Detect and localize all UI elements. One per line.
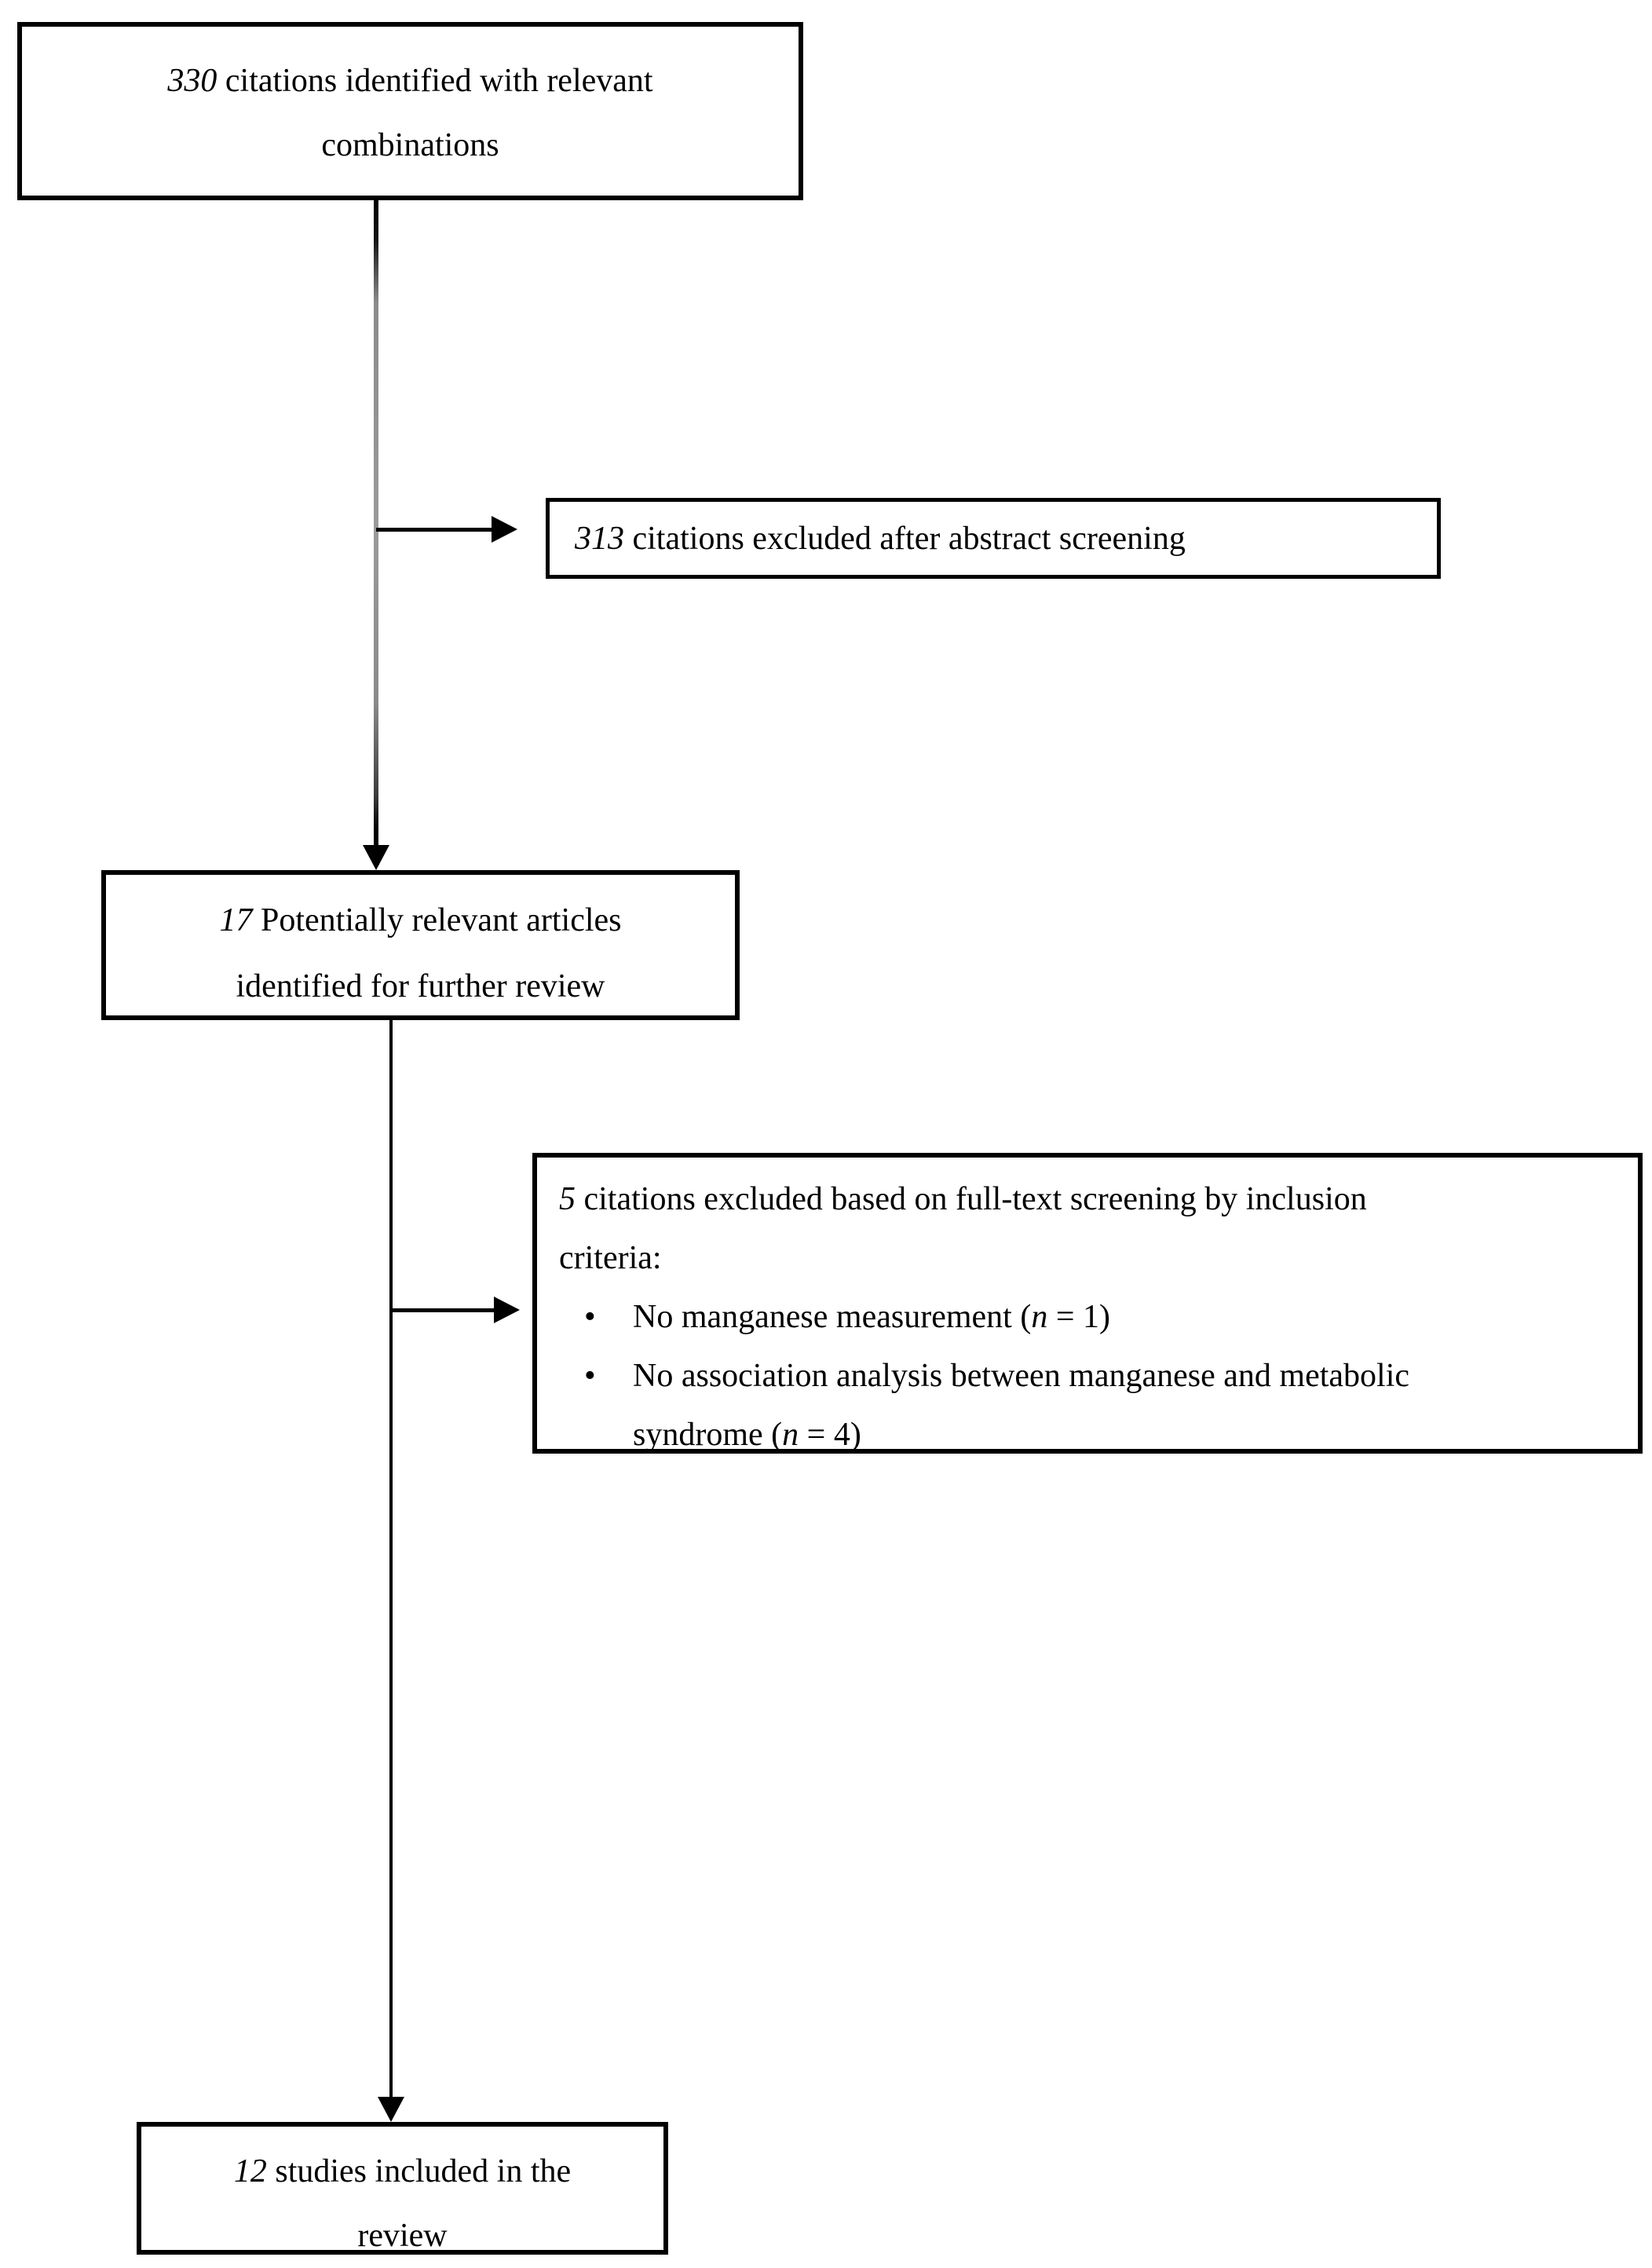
flow-box-line: combinations [321,127,499,163]
connector-line-identified-to-relevant [374,200,378,847]
bullet-icon: • [584,1299,596,1335]
count-excluded-fulltext: 5 [559,1181,576,1217]
flow-box-line: 330 citations identified with relevant [167,63,653,99]
exclusion-reason-item: • No association analysis between mangan… [584,1347,1624,1465]
flow-box-line: criteria: [559,1240,662,1276]
arrow-right-icon [492,516,517,543]
flow-box-excluded-fulltext: 5 citations excluded based on full-text … [532,1153,1643,1454]
flow-box-line: 313 citations excluded after abstract sc… [575,520,1186,557]
connector-line-relevant-to-included [389,1019,393,2097]
connector-line-to-fulltext-exclusions [392,1308,494,1312]
flow-box-studies-included: 12 studies included in the review [137,2122,668,2255]
count-identified: 330 [167,63,217,99]
flow-box-line: review [357,2218,448,2254]
connector-line-to-abstract-exclusions [376,528,492,532]
exclusion-reason-text: No manganese measurement (n = 1) [633,1299,1110,1335]
flow-box-line: identified for further review [236,968,605,1004]
flow-box-line: 12 studies included in the [233,2153,572,2189]
flow-box-line: 17 Potentially relevant articles [219,902,622,938]
bullet-icon: • [584,1358,596,1394]
flow-box-line: 5 citations excluded based on full-text … [559,1181,1367,1217]
exclusion-reason-text: No association analysis between manganes… [633,1358,1410,1453]
arrow-down-icon [378,2097,404,2122]
count-relevant: 17 [219,902,253,938]
flow-box-excluded-abstract: 313 citations excluded after abstract sc… [546,498,1441,579]
count-excluded-abstract: 313 [575,520,624,557]
flow-box-potentially-relevant: 17 Potentially relevant articles identif… [101,870,740,1020]
flow-box-citations-identified: 330 citations identified with relevant c… [17,22,803,200]
arrow-right-icon [494,1297,520,1323]
arrow-down-icon [363,845,389,870]
count-included: 12 [233,2153,267,2189]
exclusion-reason-item: • No manganese measurement (n = 1) [584,1288,1624,1347]
